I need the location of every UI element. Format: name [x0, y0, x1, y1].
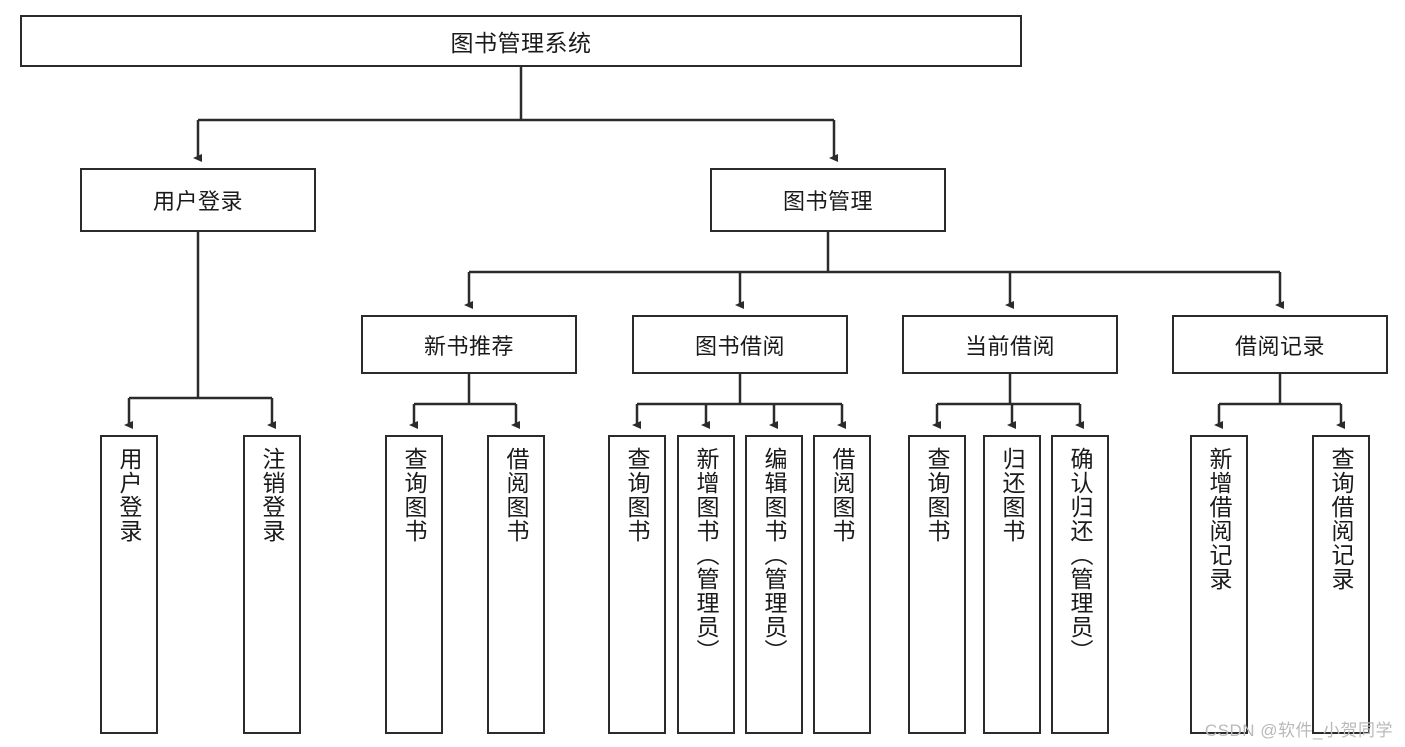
- node-label: 用户登录: [152, 189, 243, 214]
- leaf-current-query-book[interactable]: 查询图书: [908, 435, 966, 734]
- node-label: 归还图书: [999, 447, 1026, 543]
- node-book-borrow[interactable]: 图书借阅: [632, 315, 848, 374]
- leaf-borrow-query-book[interactable]: 查询图书: [608, 435, 666, 734]
- leaf-record-query-record[interactable]: 查询借阅记录: [1312, 435, 1370, 734]
- leaf-recommend-borrow-book[interactable]: 借阅图书: [487, 435, 545, 734]
- leaf-borrow-add-book[interactable]: 新增图书（管理员）: [677, 435, 735, 734]
- leaf-user-login-login[interactable]: 用户登录: [100, 435, 158, 734]
- node-label: 新增借阅记录: [1206, 447, 1233, 591]
- node-root-system[interactable]: 图书管理系统: [20, 15, 1022, 67]
- node-current-borrow[interactable]: 当前借阅: [902, 315, 1118, 374]
- node-label: 借阅图书: [503, 447, 530, 543]
- leaf-recommend-query-book[interactable]: 查询图书: [385, 435, 443, 734]
- node-borrow-record[interactable]: 借阅记录: [1172, 315, 1388, 374]
- leaf-current-return-book[interactable]: 归还图书: [983, 435, 1041, 734]
- node-label: 编辑图书（管理员）: [761, 447, 788, 663]
- leaf-borrow-borrow-book[interactable]: 借阅图书: [813, 435, 871, 734]
- node-label: 图书管理: [782, 189, 873, 214]
- node-new-book-recommend[interactable]: 新书推荐: [361, 315, 577, 374]
- node-label: 查询借阅记录: [1328, 447, 1355, 591]
- leaf-record-add-record[interactable]: 新增借阅记录: [1190, 435, 1248, 734]
- leaf-user-login-logout[interactable]: 注销登录: [243, 435, 301, 734]
- watermark: CSDN @软件_小贺同学: [1204, 721, 1393, 740]
- node-user-login[interactable]: 用户登录: [80, 168, 316, 232]
- node-label: 查询图书: [401, 447, 428, 543]
- node-label: 查询图书: [924, 447, 951, 543]
- node-label: 借阅图书: [829, 447, 856, 543]
- node-label: 图书管理系统: [450, 30, 592, 56]
- node-label: 新书推荐: [423, 333, 514, 359]
- node-label: 用户登录: [116, 447, 143, 543]
- leaf-borrow-edit-book[interactable]: 编辑图书（管理员）: [745, 435, 803, 734]
- node-label: 查询图书: [624, 447, 651, 543]
- leaf-current-confirm-return[interactable]: 确认归还（管理员）: [1051, 435, 1109, 734]
- node-label: 借阅记录: [1234, 333, 1325, 359]
- node-book-management[interactable]: 图书管理: [710, 168, 946, 232]
- node-label: 确认归还（管理员）: [1067, 447, 1094, 663]
- node-label: 当前借阅: [964, 333, 1055, 359]
- node-label: 新增图书（管理员）: [693, 447, 720, 663]
- node-label: 注销登录: [259, 447, 286, 543]
- node-label: 图书借阅: [694, 333, 785, 359]
